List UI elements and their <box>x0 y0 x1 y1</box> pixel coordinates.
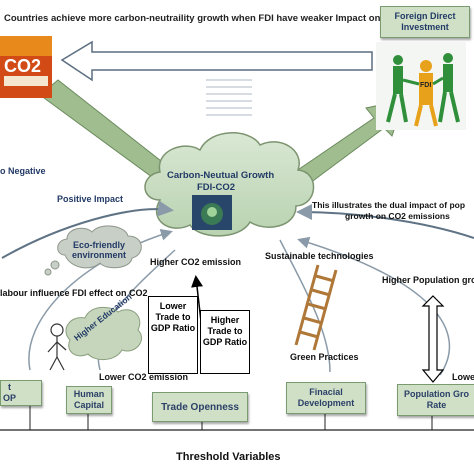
fdi-box: Foreign Direct Investment <box>380 6 470 38</box>
box-population-label: Population Gro Rate <box>404 389 469 410</box>
higher-trade-text: Higher Trade to GDP Ratio <box>202 315 248 347</box>
labour-label: labour influence FDI effect on CO2 <box>0 288 148 298</box>
sustainable-label: Sustainable technologies <box>265 251 374 261</box>
box-financial: Finacial Development <box>286 382 366 414</box>
higher-pop-label: Higher Population grow <box>382 275 474 285</box>
co2-logo-text: CO2 <box>4 56 42 76</box>
box-gdp-label: t OP <box>3 382 17 403</box>
person-icon <box>47 323 67 371</box>
lower-co2-label: Lower CO2 emission <box>99 372 189 382</box>
globe-image <box>192 195 232 230</box>
box-trade-openness: Trade Openness <box>152 392 248 422</box>
fdi-figure-text: FDI <box>420 82 432 89</box>
eco-friendly-label: Eco-friendly environment <box>70 240 128 260</box>
top-left-arrow <box>60 40 373 82</box>
positive-impact: Positive Impact <box>57 194 124 204</box>
box-trade-openness-label: Trade Openness <box>161 401 239 413</box>
box-financial-label: Finacial Development <box>297 387 355 408</box>
lower-right-label: Lowe <box>452 372 474 382</box>
cloud-title: Carbon-Neutual Growth <box>167 170 275 181</box>
higher-co2-label: Higher CO2 emission <box>150 257 242 267</box>
box-population: Population Gro Rate <box>397 384 474 416</box>
higher-trade-box: Higher Trade to GDP Ratio <box>200 310 250 374</box>
lower-trade-text: Lower Trade to GDP Ratio <box>150 301 196 333</box>
co2-logo-image <box>0 36 52 98</box>
diagram-title: Countries achieve more carbon-neutrailit… <box>4 13 403 24</box>
box-gdp: t OP <box>0 380 42 406</box>
fdi-box-label: Foreign Direct Investment <box>394 11 456 32</box>
eco-friendly-text: Eco-friendly environment <box>71 240 126 260</box>
fdi-people-image <box>376 42 466 130</box>
green-practices-label: Green Practices <box>290 352 359 362</box>
box-human-capital: Human Capital <box>66 386 112 414</box>
double-arrow <box>421 295 445 383</box>
cloud-shape <box>144 132 315 237</box>
cloud-subtitle: FDI-CO2 <box>197 182 235 193</box>
ladder-icon <box>294 264 338 351</box>
box-human-capital-label: Human Capital <box>73 389 105 410</box>
dual-impact-line1: This illustrates the dual impact of pop <box>312 200 466 210</box>
eco-cloud <box>44 225 142 276</box>
lower-trade-box: Lower Trade to GDP Ratio <box>148 296 198 374</box>
education-cloud <box>65 306 143 360</box>
left-negative: o Negative <box>0 166 46 176</box>
dual-impact-line2: growth on CO2 emissions <box>345 211 450 221</box>
threshold-label: Threshold Variables <box>176 451 281 463</box>
